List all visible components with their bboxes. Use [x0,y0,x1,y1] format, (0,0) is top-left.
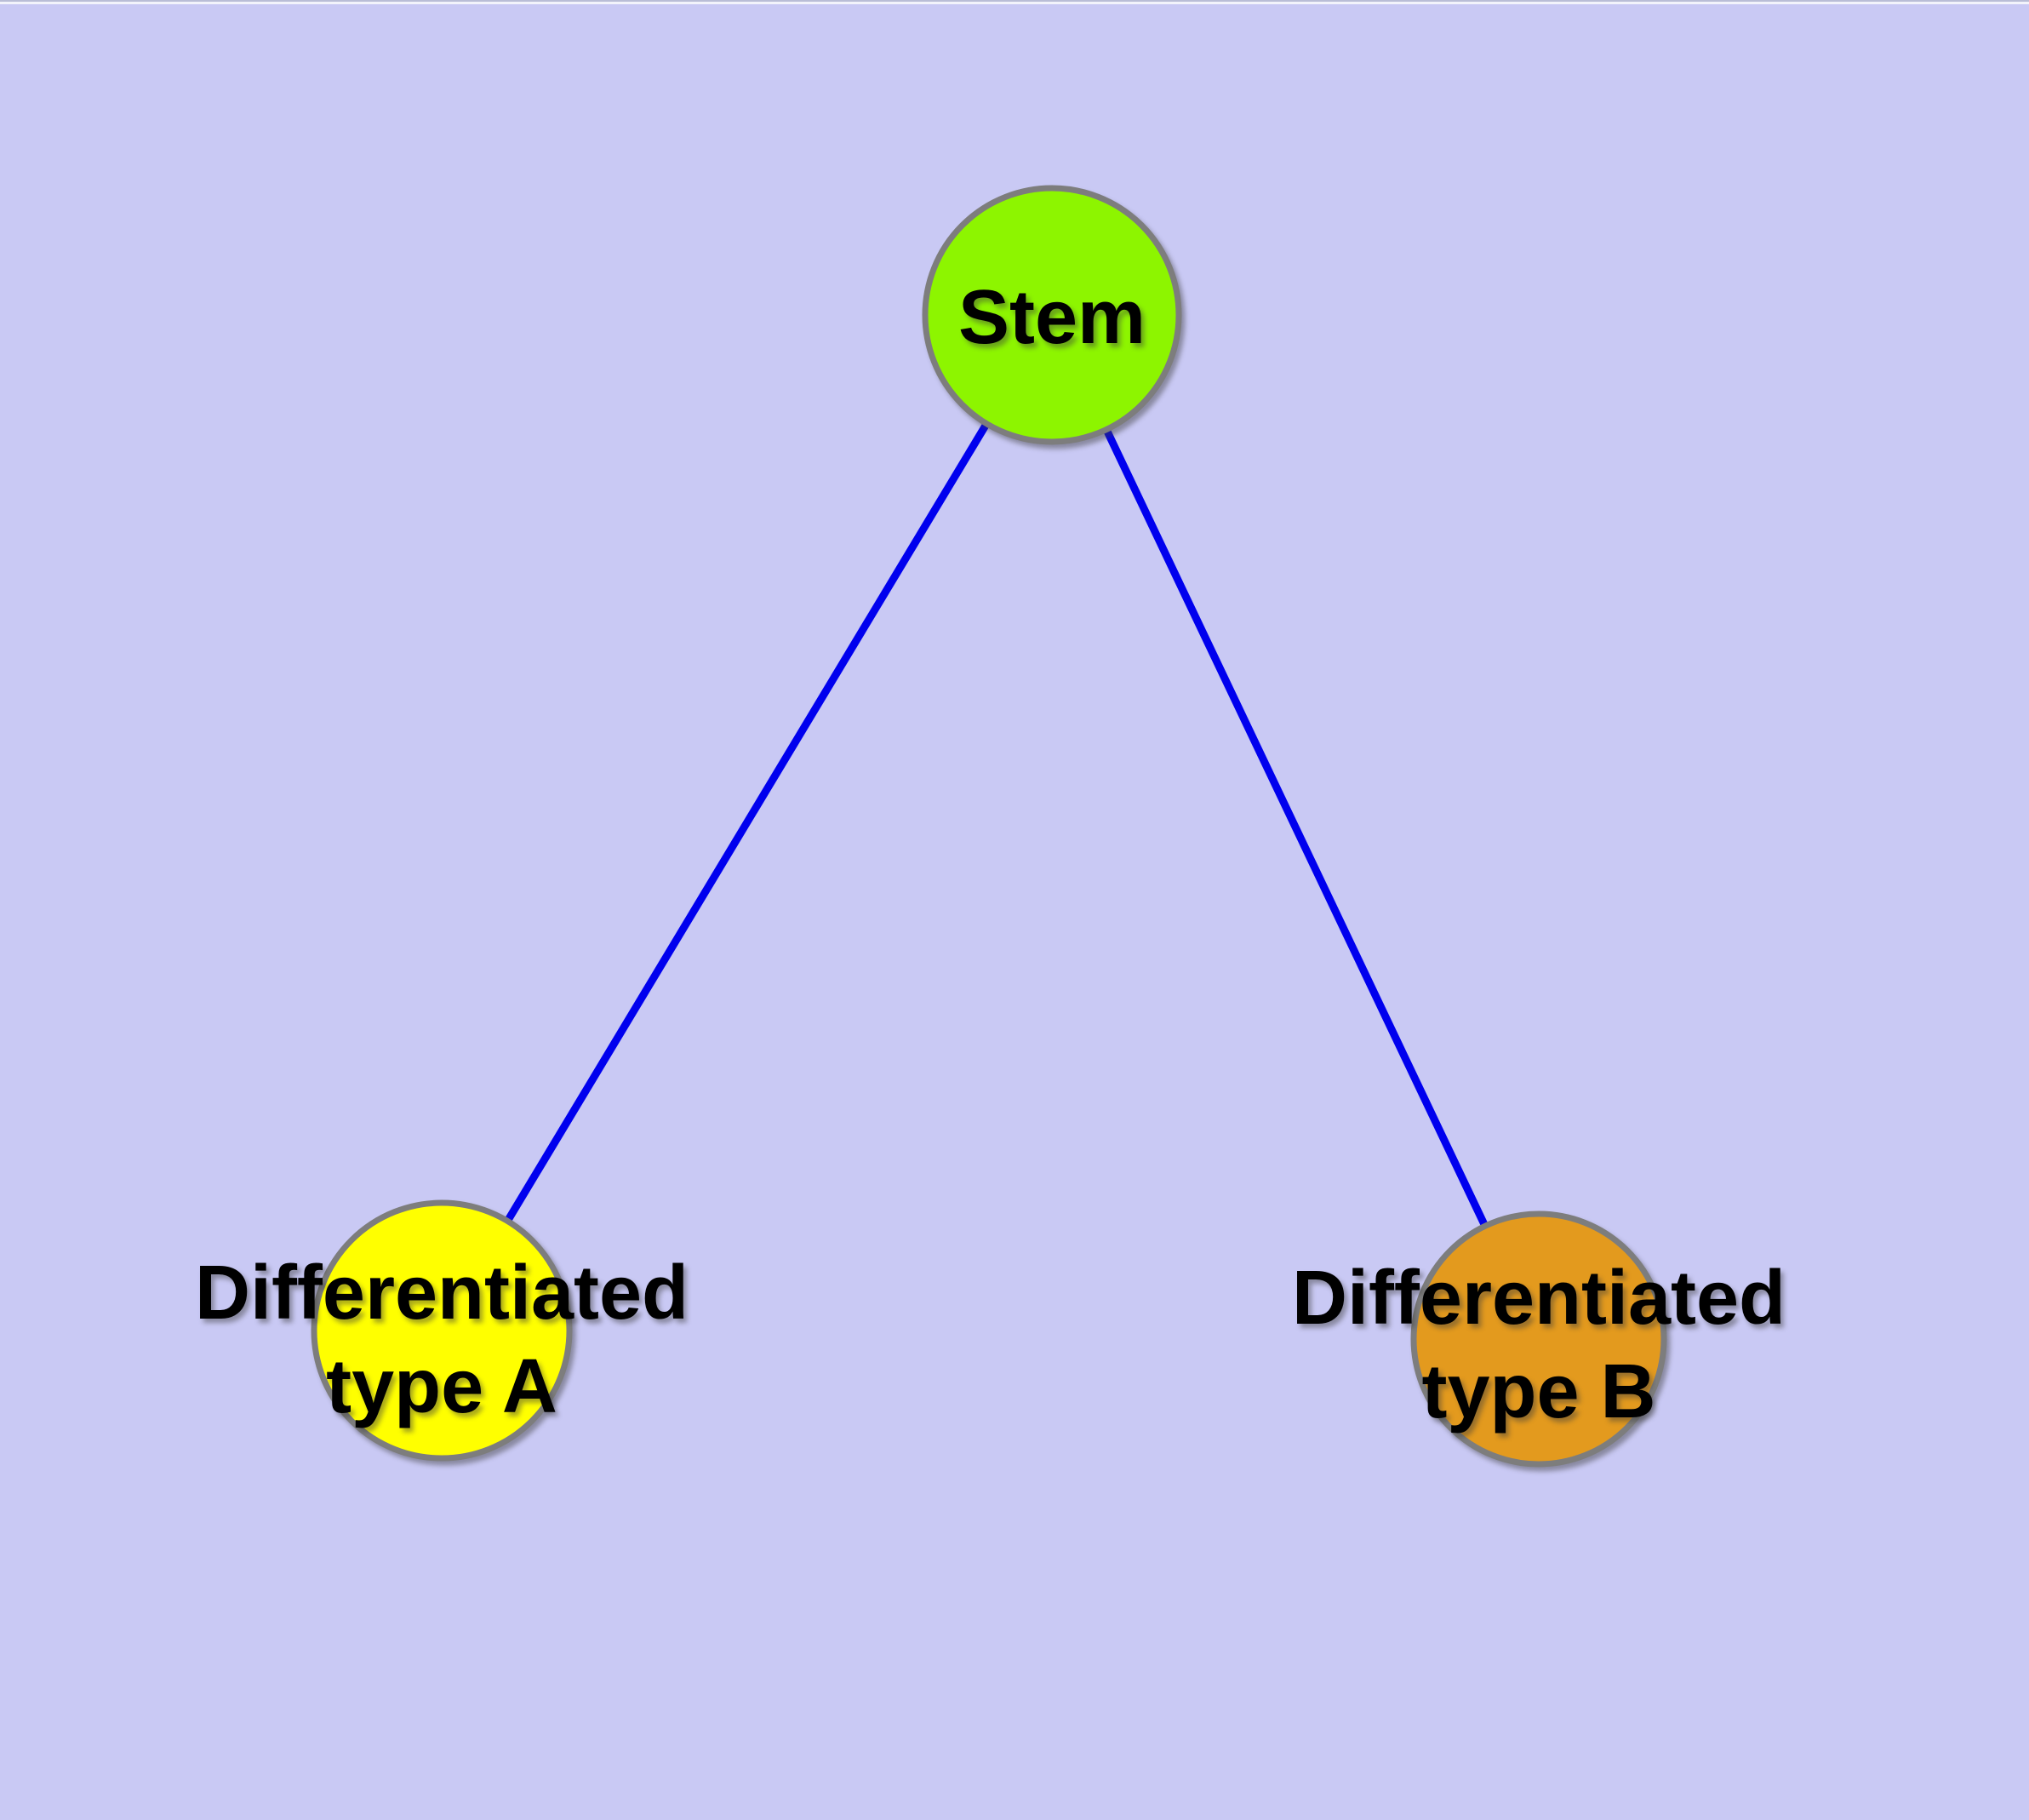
node-stem [922,185,1182,445]
node-type-a-label-line2: type A [326,1344,557,1429]
node-type-b-label-line2: type B [1421,1349,1655,1434]
edge-stem-to-type-b [1048,313,1543,1341]
node-differentiated-type-a [311,1199,573,1462]
node-type-a-label-line1: Differentiated [195,1251,689,1336]
top-edge-strip [0,2,2029,4]
node-type-b-label-line1: Differentiated [1292,1256,1786,1341]
node-stem-label: Stem [958,275,1146,360]
node-differentiated-type-b [1410,1210,1667,1468]
edge-stem-to-type-a [438,312,1055,1333]
top-edge-line [0,0,2029,2]
